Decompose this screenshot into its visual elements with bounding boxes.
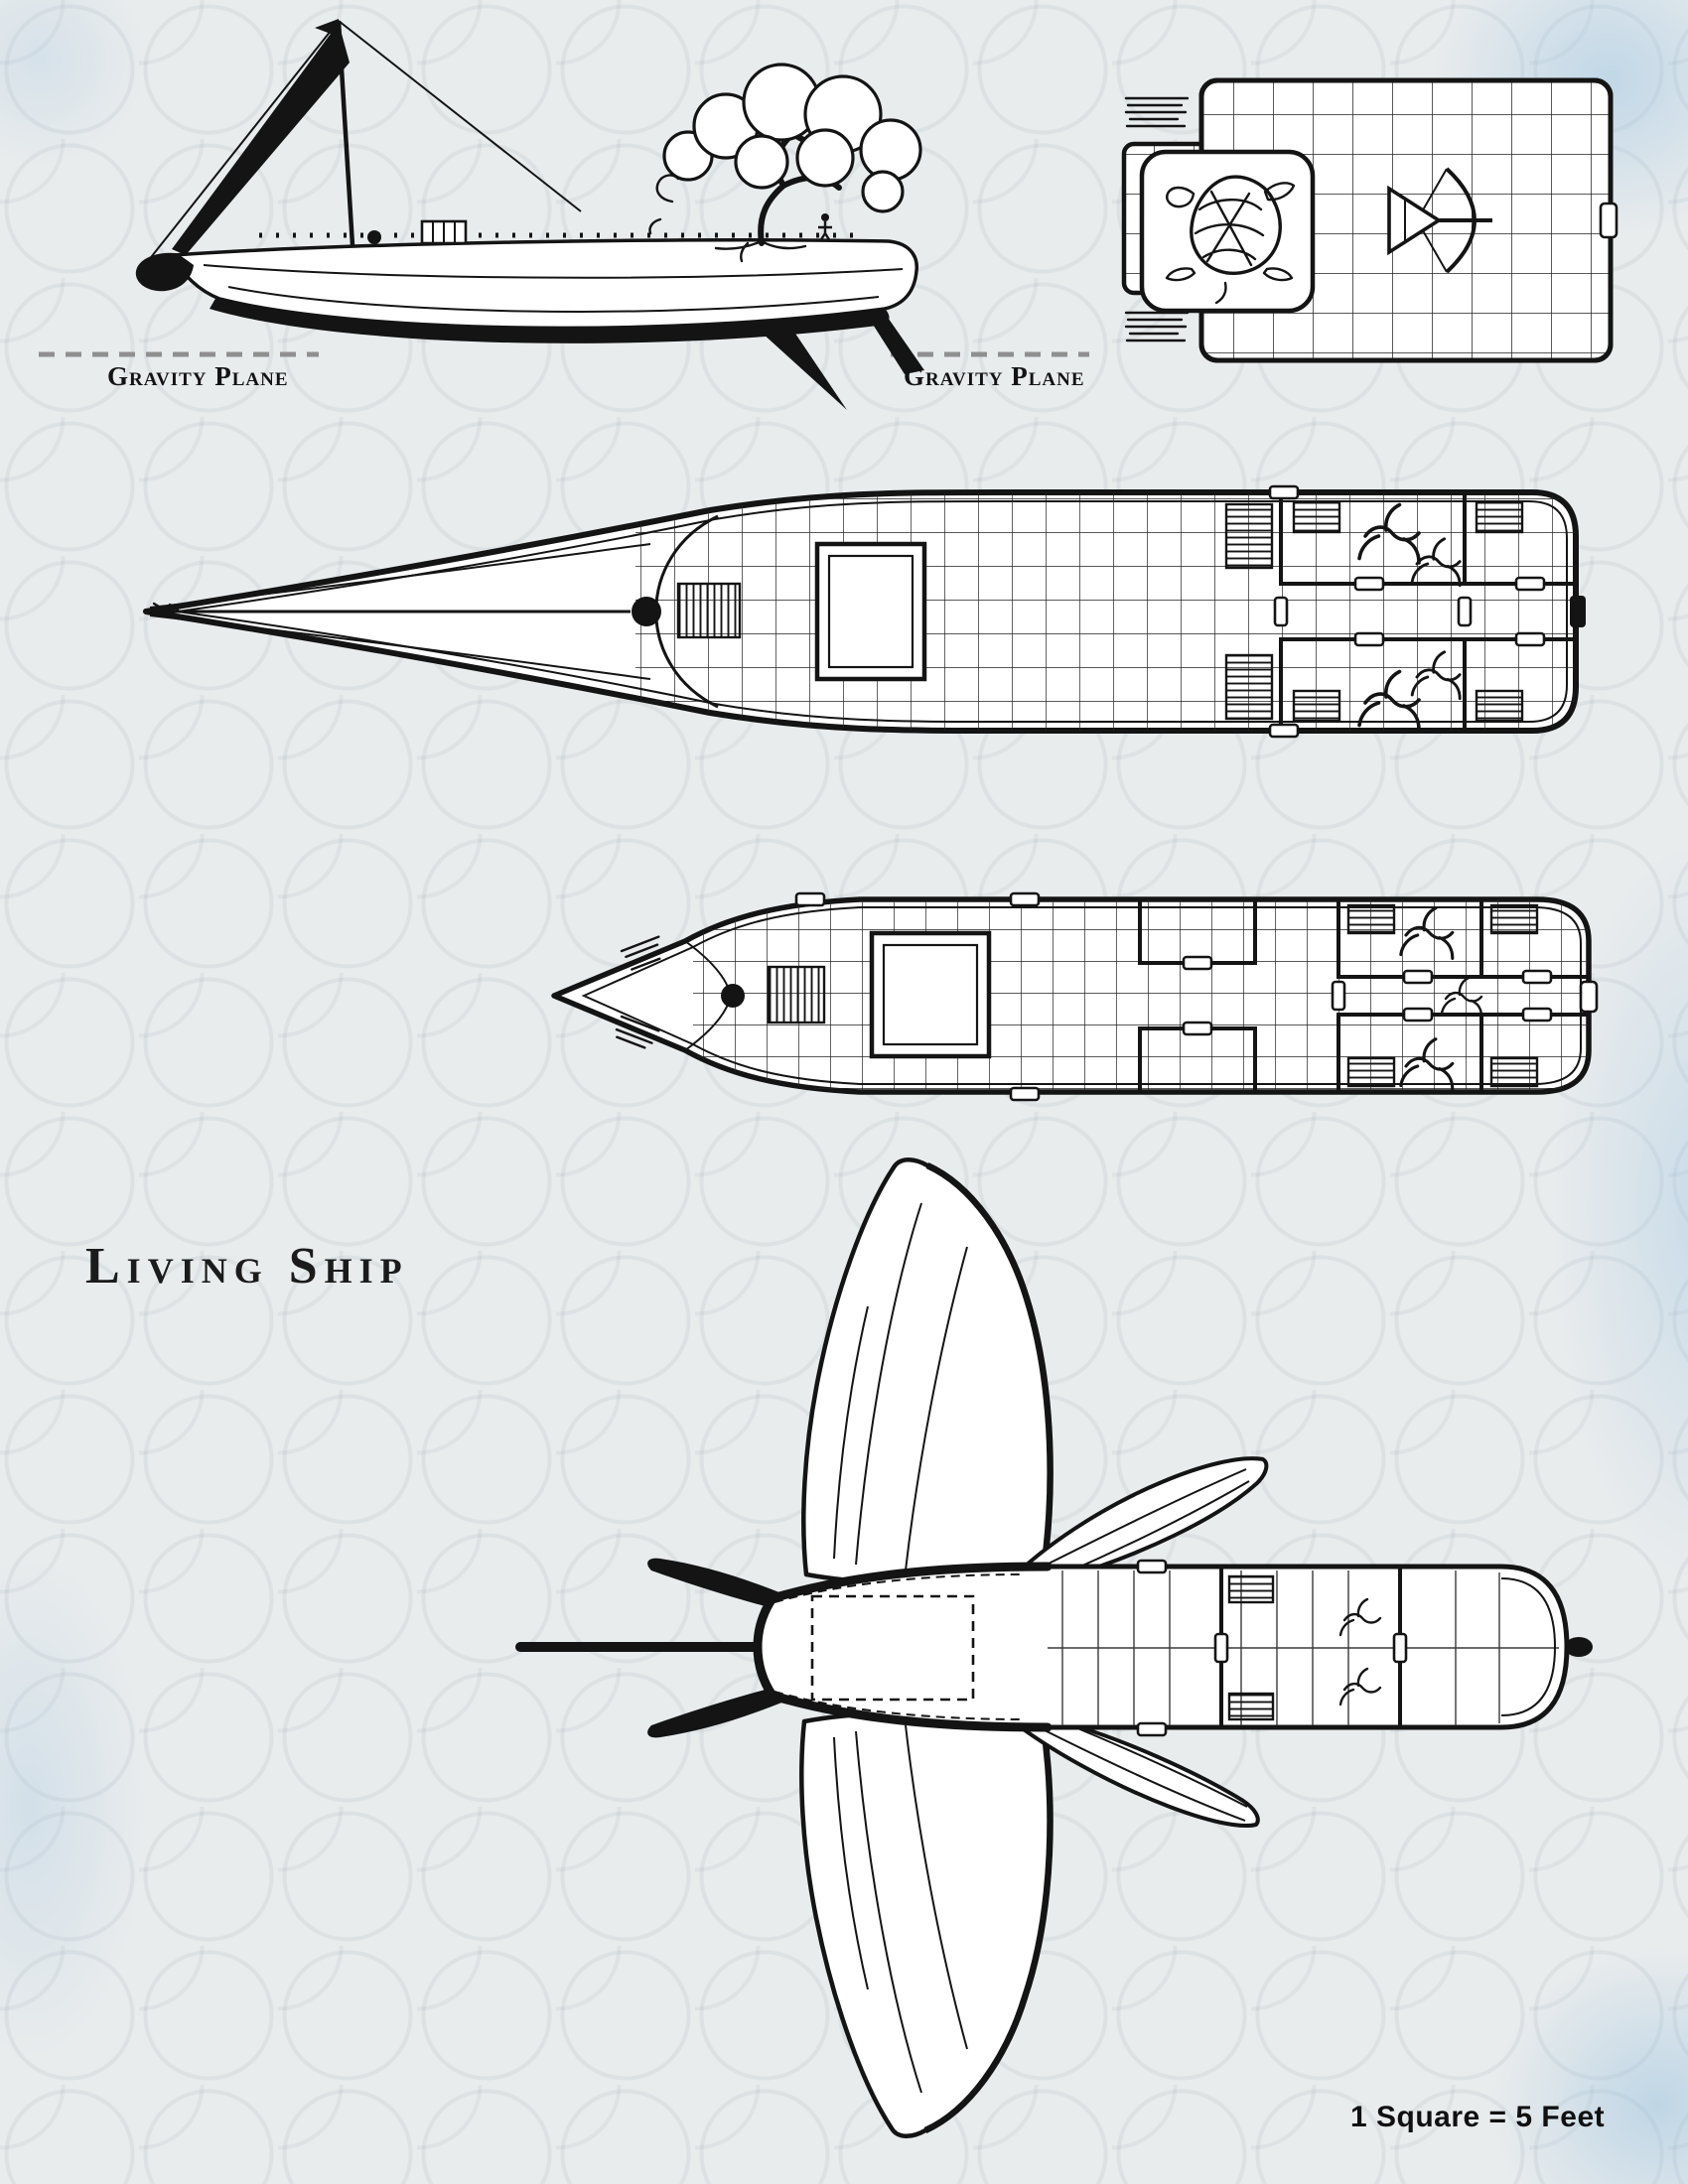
doors [794,891,1599,1102]
hatch-door [1599,202,1618,239]
bow-mandibles [647,1558,784,1738]
mast-socket [721,984,745,1008]
shell-creature [1165,175,1296,305]
scale-note: 1 Square = 5 Feet [1350,2101,1606,2133]
bunk [1227,1574,1275,1604]
ballista [1387,167,1492,274]
ship-body-top-view [753,1559,1593,1737]
lower-deck-hull [551,896,1592,1095]
cabin-walls [1279,490,1575,733]
watercolor-wash-left-bottom [0,1549,149,2065]
bow-hatching-top [620,935,663,971]
stern-mount [1565,1637,1593,1657]
deck-figure [818,213,832,242]
bow-hatching-bottom [615,1015,660,1049]
furled-rigging-hatch-bottom [1124,311,1190,342]
doors [1268,484,1546,739]
bunks [1224,500,1524,723]
gravity-plane-label-left: Gravity Plane [107,361,289,391]
main-deck-plan-drawing [143,484,1586,739]
mast-socket [632,597,661,626]
hold-outline-dashed [810,1594,975,1702]
exterior-top-view-drawing [515,1158,1593,2138]
cargo-hold [869,930,992,1059]
stairs [767,965,826,1024]
dorsal-wing [801,1158,1054,1586]
mast-and-rigging [147,19,582,262]
page-title: Living Ship [85,1238,409,1295]
furled-rigging-hatch-top [1124,96,1190,128]
lower-deck-plan-drawing [551,891,1599,1102]
bunks [1346,903,1539,1088]
side-profile-drawing [39,19,1089,410]
gravity-plane-label-right: Gravity Plane [904,361,1085,391]
cargo-hold-hatch [814,541,927,682]
ship-side-hull [135,219,924,410]
aft-deck-plan-drawing [1121,77,1618,363]
bunk [1227,1692,1275,1721]
ventral-wing [799,1709,1054,2138]
stern-mount [1570,596,1586,627]
creature-room [1139,149,1316,314]
deck-tree [648,63,922,263]
stairs [676,582,742,639]
